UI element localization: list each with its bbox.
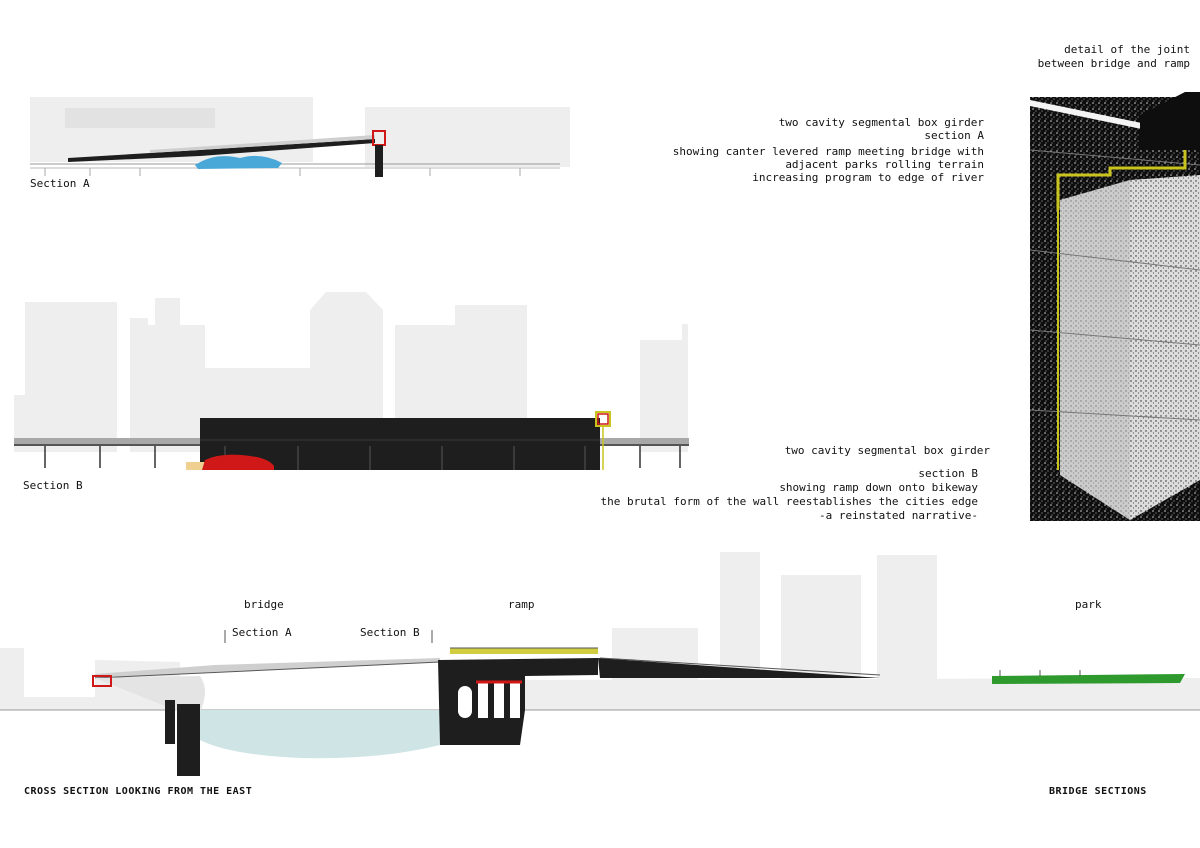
cross-section-river (180, 710, 440, 759)
section-b-box-girder (595, 411, 611, 470)
section-b-vehicle (186, 454, 274, 470)
section-a-description-line-1: two cavity segmental box girder (778, 116, 984, 129)
section-b-description-line-3: the brutal form of the wall reestablishe… (600, 495, 979, 508)
zone-label-park: park (1075, 598, 1102, 611)
joint-detail-yellow-joint (1056, 150, 1187, 470)
section-a-description-line-5: increasing program to edge of river (752, 171, 984, 184)
section-a-label: Section A (30, 177, 90, 190)
cross-section-park (992, 670, 1185, 684)
cross-section-ramp (438, 647, 881, 745)
cross-section-skyline (612, 552, 937, 680)
section-a-description-line-3: showing canter levered ramp meeting brid… (672, 145, 984, 158)
section-a-description-line-2: section A (924, 129, 984, 142)
detail-title-line-2: between bridge and ramp (1037, 57, 1190, 70)
zone-label-ramp: ramp (508, 598, 535, 611)
section-b-skyline (14, 292, 688, 452)
section-a-skyline (30, 97, 570, 167)
zone-label-bridge: bridge (244, 598, 284, 611)
cross-section-caption: CROSS SECTION LOOKING FROM THE EAST (24, 786, 253, 797)
section-marker-a: Section A (232, 626, 292, 639)
detail-title-line-1: detail of the joint (1064, 43, 1190, 56)
section-cut-markers (224, 630, 433, 643)
section-b-label: Section B (23, 479, 83, 492)
cross-section-bridge (92, 658, 441, 776)
section-a-box-girder (372, 130, 386, 177)
section-b-title: two cavity segmental box girder (784, 444, 990, 457)
sheet-title: BRIDGE SECTIONS (1049, 786, 1147, 797)
section-b-description-line-1: section B (918, 467, 978, 480)
section-a-piers (44, 168, 521, 176)
section-a-description-line-4: adjacent parks rolling terrain (785, 158, 984, 171)
section-b-description-line-2: showing ramp down onto bikeway (779, 481, 978, 494)
section-a-cyclist-figure (195, 155, 282, 169)
section-marker-b: Section B (360, 626, 420, 639)
section-a-deck (30, 135, 560, 169)
section-b-description-line-4: -a reinstated narrative- (819, 509, 978, 522)
